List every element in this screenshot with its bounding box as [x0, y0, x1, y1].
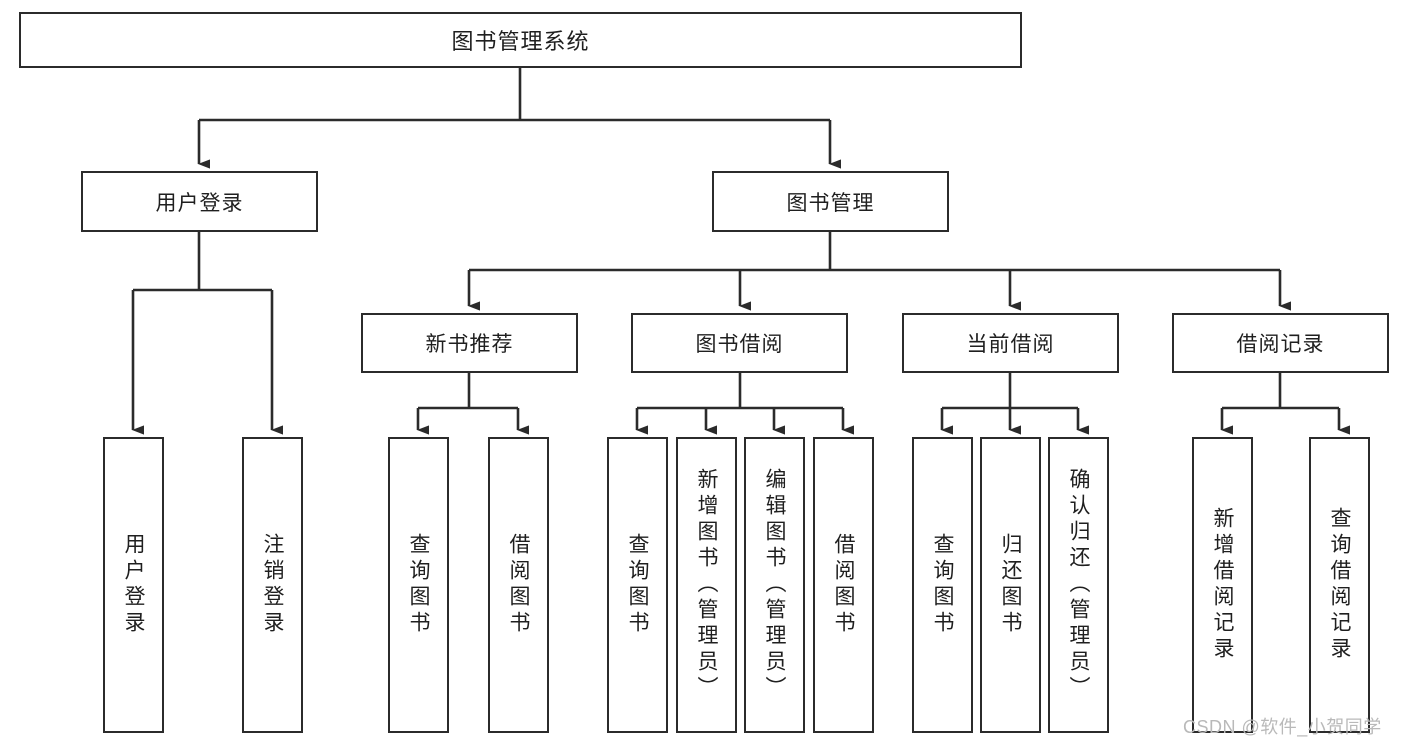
node-label: 借阅图书 — [507, 533, 530, 637]
leaf-user-login-logout[interactable]: 注销登录 — [242, 437, 303, 733]
node-label: 注销登录 — [261, 533, 284, 637]
node-label: 查询图书 — [931, 533, 954, 637]
node-label: 确认归还（管理员） — [1067, 468, 1090, 702]
node-book-borrow[interactable]: 图书借阅 — [631, 313, 848, 373]
node-label: 新增图书（管理员） — [695, 468, 718, 702]
leaf-borrow-record-add[interactable]: 新增借阅记录 — [1192, 437, 1253, 733]
leaf-new-book-borrow[interactable]: 借阅图书 — [488, 437, 549, 733]
node-new-book-recommend[interactable]: 新书推荐 — [361, 313, 578, 373]
leaf-new-book-query[interactable]: 查询图书 — [388, 437, 449, 733]
leaf-book-borrow-add[interactable]: 新增图书（管理员） — [676, 437, 737, 733]
leaf-current-borrow-query[interactable]: 查询图书 — [912, 437, 973, 733]
node-label: 查询借阅记录 — [1328, 507, 1351, 663]
node-label: 新增借阅记录 — [1211, 507, 1234, 663]
leaf-current-borrow-confirm-return[interactable]: 确认归还（管理员） — [1048, 437, 1109, 733]
leaf-book-borrow-edit[interactable]: 编辑图书（管理员） — [744, 437, 805, 733]
node-label: 查询图书 — [407, 533, 430, 637]
leaf-book-borrow-query[interactable]: 查询图书 — [607, 437, 668, 733]
node-label: 图书管理 — [786, 191, 875, 215]
node-label: 当前借阅 — [966, 333, 1055, 356]
leaf-current-borrow-return[interactable]: 归还图书 — [980, 437, 1041, 733]
node-label: 编辑图书（管理员） — [763, 468, 786, 702]
node-current-borrow[interactable]: 当前借阅 — [902, 313, 1119, 373]
node-label: 用户登录 — [122, 533, 145, 637]
leaf-book-borrow-borrow[interactable]: 借阅图书 — [813, 437, 874, 733]
leaf-user-login-login[interactable]: 用户登录 — [103, 437, 164, 733]
node-label: 图书管理系统 — [451, 29, 590, 54]
node-label: 借阅记录 — [1236, 333, 1325, 356]
node-book-management[interactable]: 图书管理 — [712, 171, 949, 232]
leaf-borrow-record-query[interactable]: 查询借阅记录 — [1309, 437, 1370, 733]
node-label: 借阅图书 — [832, 533, 855, 637]
node-label: 图书借阅 — [695, 333, 784, 356]
node-user-login[interactable]: 用户登录 — [81, 171, 318, 232]
node-borrow-record[interactable]: 借阅记录 — [1172, 313, 1389, 373]
node-label: 用户登录 — [155, 191, 244, 215]
node-label: 归还图书 — [999, 533, 1022, 637]
node-label: 查询图书 — [626, 533, 649, 637]
node-root-book-management-system[interactable]: 图书管理系统 — [19, 12, 1022, 68]
node-label: 新书推荐 — [425, 333, 514, 356]
watermark-text: CSDN @软件_小贺同学 — [1183, 717, 1382, 737]
